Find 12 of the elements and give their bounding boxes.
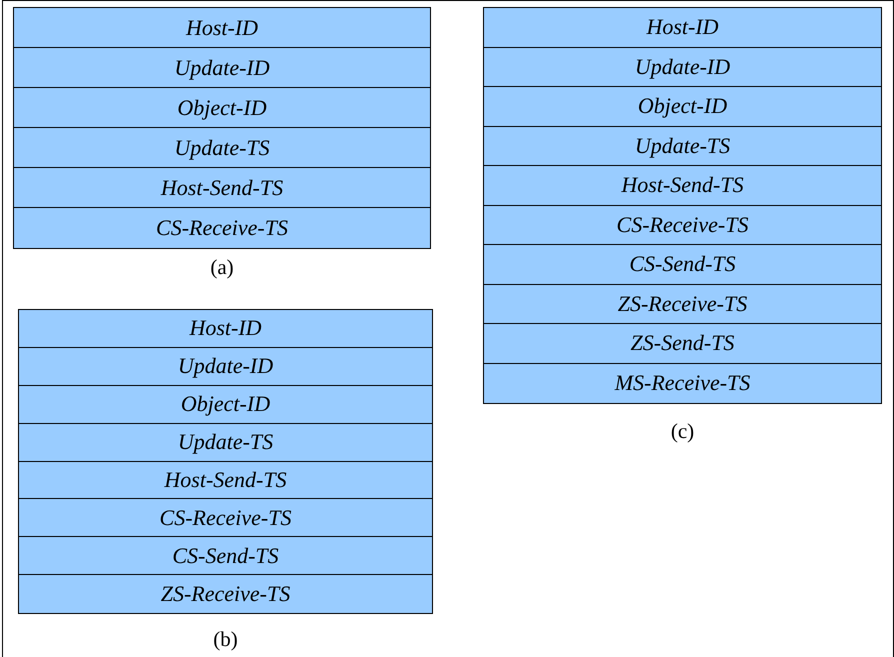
field-cell: CS-Receive-TS xyxy=(484,206,881,245)
field-cell: Update-ID xyxy=(484,48,881,87)
caption-label: (c) xyxy=(670,419,694,443)
field-cell: Host-Send-TS xyxy=(19,462,432,500)
field-cell: ZS-Receive-TS xyxy=(484,284,881,324)
field-cell: Update-TS xyxy=(19,424,432,462)
caption-label: (b) xyxy=(213,627,238,651)
field-cell: Update-TS xyxy=(484,126,881,166)
field-table xyxy=(18,309,433,614)
caption-label: (a) xyxy=(210,255,234,279)
field-table xyxy=(483,7,882,404)
field-table xyxy=(13,7,431,249)
